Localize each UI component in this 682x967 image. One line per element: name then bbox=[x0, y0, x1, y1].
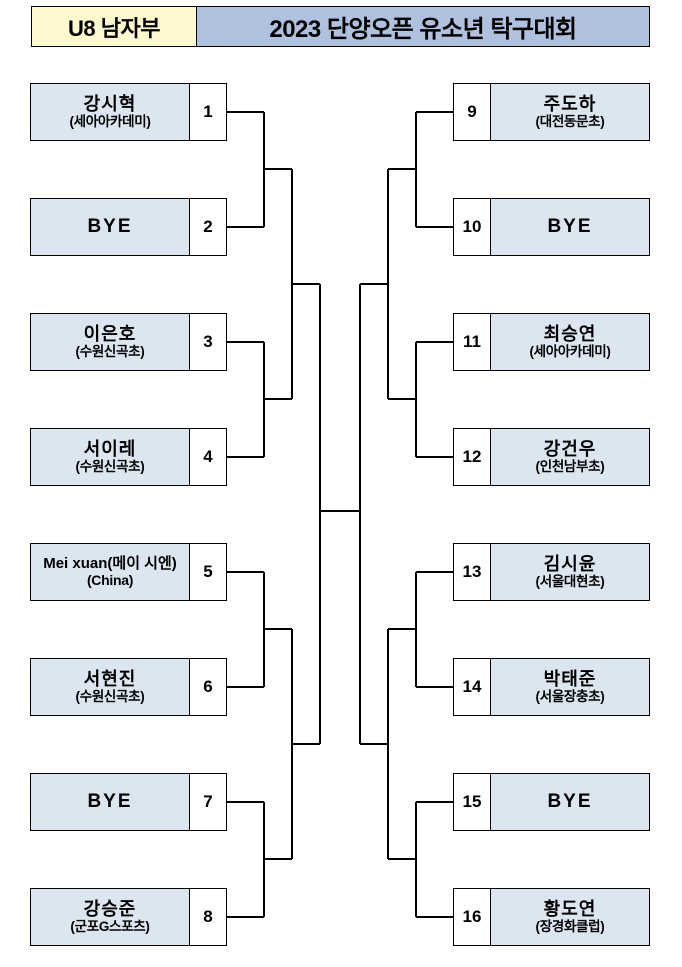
seed-13-club: (서울대현초) bbox=[535, 574, 605, 590]
seed-5-club: (China) bbox=[86, 572, 134, 589]
seed-6-entry: 서현진 (수원신곡초) bbox=[30, 658, 189, 716]
seed-7-number: 7 bbox=[189, 773, 227, 831]
seed-12-number: 12 bbox=[453, 428, 491, 486]
division-label: U8 남자부 bbox=[31, 6, 197, 47]
seed-5-number: 5 bbox=[189, 543, 227, 601]
seed-8-number: 8 bbox=[189, 888, 227, 946]
seed-9-player: 주도하 bbox=[543, 93, 597, 114]
seed-slot-3[interactable]: 이은호 (수원신곡초) 3 bbox=[30, 313, 227, 371]
seed-2-number: 2 bbox=[189, 198, 227, 256]
seed-1-player: 강시혁 bbox=[83, 93, 137, 114]
seed-7-player: BYE bbox=[87, 791, 133, 813]
seed-1-number: 1 bbox=[189, 83, 227, 141]
seed-10-entry: BYE bbox=[491, 198, 650, 256]
seed-3-club: (수원신곡초) bbox=[75, 344, 145, 360]
seed-15-player: BYE bbox=[547, 791, 593, 813]
seed-4-club: (수원신곡초) bbox=[75, 459, 145, 475]
seed-slot-6[interactable]: 서현진 (수원신곡초) 6 bbox=[30, 658, 227, 716]
seed-12-player: 강건우 bbox=[543, 438, 597, 459]
seed-14-player: 박태준 bbox=[543, 668, 597, 689]
seed-6-player: 서현진 bbox=[83, 668, 137, 689]
seed-16-club: (장경화클럽) bbox=[535, 919, 605, 935]
seed-14-number: 14 bbox=[453, 658, 491, 716]
seed-2-player: BYE bbox=[87, 216, 133, 238]
seed-4-player: 서이레 bbox=[83, 438, 137, 459]
seed-slot-16[interactable]: 16 황도연 (장경화클럽) bbox=[453, 888, 650, 946]
seed-14-entry: 박태준 (서울장충초) bbox=[491, 658, 650, 716]
seed-11-number: 11 bbox=[453, 313, 491, 371]
seed-slot-9[interactable]: 9 주도하 (대전동문초) bbox=[453, 83, 650, 141]
seed-16-player: 황도연 bbox=[543, 898, 597, 919]
seed-3-player: 이은호 bbox=[83, 323, 137, 344]
seed-15-entry: BYE bbox=[491, 773, 650, 831]
seed-slot-14[interactable]: 14 박태준 (서울장충초) bbox=[453, 658, 650, 716]
seed-9-entry: 주도하 (대전동문초) bbox=[491, 83, 650, 141]
seed-2-entry: BYE bbox=[30, 198, 189, 256]
seed-slot-2[interactable]: BYE 2 bbox=[30, 198, 227, 256]
seed-4-entry: 서이레 (수원신곡초) bbox=[30, 428, 189, 486]
seed-7-entry: BYE bbox=[30, 773, 189, 831]
seed-5-entry: Mei xuan(메이 시엔) (China) bbox=[30, 543, 189, 601]
seed-13-number: 13 bbox=[453, 543, 491, 601]
tournament-title: 2023 단양오픈 유소년 탁구대회 bbox=[197, 6, 650, 47]
seed-3-number: 3 bbox=[189, 313, 227, 371]
seed-11-club: (세아아카데미) bbox=[529, 344, 611, 360]
seed-12-entry: 강건우 (인천남부초) bbox=[491, 428, 650, 486]
seed-slot-4[interactable]: 서이레 (수원신곡초) 4 bbox=[30, 428, 227, 486]
seed-13-player: 김시윤 bbox=[543, 553, 597, 574]
seed-1-club: (세아아카데미) bbox=[69, 114, 151, 130]
seed-16-entry: 황도연 (장경화클럽) bbox=[491, 888, 650, 946]
seed-8-club: (군포G스포츠) bbox=[70, 919, 150, 935]
seed-6-number: 6 bbox=[189, 658, 227, 716]
seed-1-entry: 강시혁 (세아아카데미) bbox=[30, 83, 189, 141]
seed-10-number: 10 bbox=[453, 198, 491, 256]
bracket-header: U8 남자부 2023 단양오픈 유소년 탁구대회 bbox=[31, 6, 650, 47]
seed-slot-5[interactable]: Mei xuan(메이 시엔) (China) 5 bbox=[30, 543, 227, 601]
seed-slot-1[interactable]: 강시혁 (세아아카데미) 1 bbox=[30, 83, 227, 141]
seed-slot-12[interactable]: 12 강건우 (인천남부초) bbox=[453, 428, 650, 486]
seed-slot-7[interactable]: BYE 7 bbox=[30, 773, 227, 831]
seed-slot-11[interactable]: 11 최승연 (세아아카데미) bbox=[453, 313, 650, 371]
seed-14-club: (서울장충초) bbox=[535, 689, 605, 705]
seed-slot-10[interactable]: 10 BYE bbox=[453, 198, 650, 256]
seed-10-player: BYE bbox=[547, 216, 593, 238]
seed-slot-15[interactable]: 15 BYE bbox=[453, 773, 650, 831]
seed-11-entry: 최승연 (세아아카데미) bbox=[491, 313, 650, 371]
seed-16-number: 16 bbox=[453, 888, 491, 946]
seed-15-number: 15 bbox=[453, 773, 491, 831]
seed-3-entry: 이은호 (수원신곡초) bbox=[30, 313, 189, 371]
seed-13-entry: 김시윤 (서울대현초) bbox=[491, 543, 650, 601]
seed-slot-13[interactable]: 13 김시윤 (서울대현초) bbox=[453, 543, 650, 601]
seed-8-entry: 강승준 (군포G스포츠) bbox=[30, 888, 189, 946]
seed-slot-8[interactable]: 강승준 (군포G스포츠) 8 bbox=[30, 888, 227, 946]
seed-12-club: (인천남부초) bbox=[535, 459, 605, 475]
seed-8-player: 강승준 bbox=[83, 898, 137, 919]
seed-5-player: Mei xuan(메이 시엔) bbox=[43, 554, 177, 572]
seed-11-player: 최승연 bbox=[543, 323, 597, 344]
seed-6-club: (수원신곡초) bbox=[75, 689, 145, 705]
seed-9-number: 9 bbox=[453, 83, 491, 141]
seed-9-club: (대전동문초) bbox=[535, 114, 605, 130]
seed-4-number: 4 bbox=[189, 428, 227, 486]
